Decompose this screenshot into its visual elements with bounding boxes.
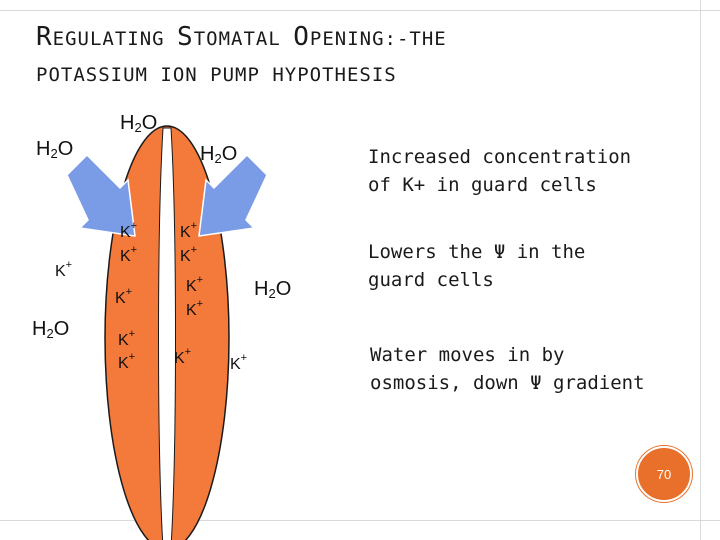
potassium-ion-label: K+ bbox=[230, 352, 248, 373]
potassium-ion-label: K+ bbox=[115, 286, 133, 307]
slide-frame-bottom bbox=[0, 520, 720, 521]
stomatal-pore bbox=[158, 127, 176, 540]
water-arrow-right-icon bbox=[198, 153, 268, 237]
potassium-ion-label: K+ bbox=[55, 259, 73, 280]
water-arrow-left-icon bbox=[66, 153, 136, 237]
water-label: H2O bbox=[36, 138, 74, 161]
potassium-ion-label: K+ bbox=[120, 220, 138, 241]
water-label: H2O bbox=[254, 278, 292, 301]
potassium-ion-label: K+ bbox=[174, 346, 192, 367]
guard-cell-pair bbox=[104, 125, 230, 540]
note-water-moves-osmosis: Water moves in by osmosis, down Ψ gradie… bbox=[370, 344, 645, 394]
slide-title-line-1: REGULATING STOMATAL OPENING:-THE bbox=[36, 22, 447, 52]
potassium-ion-label: K+ bbox=[180, 220, 198, 241]
note-increased-concentration: Increased concentration of K+ in guard c… bbox=[368, 146, 632, 196]
page-number-badge: 70 bbox=[636, 446, 692, 502]
slide-frame-top bbox=[0, 0, 720, 11]
potassium-ion-label: K+ bbox=[186, 298, 204, 319]
water-label: H2O bbox=[32, 318, 70, 341]
slide-frame-right bbox=[700, 0, 701, 540]
potassium-ion-label: K+ bbox=[118, 351, 136, 372]
note-lowers-water-potential: Lowers the Ψ in the guard cells bbox=[368, 241, 586, 291]
potassium-ion-label: K+ bbox=[120, 244, 138, 265]
potassium-ion-label: K+ bbox=[186, 274, 204, 295]
potassium-ion-label: K+ bbox=[180, 244, 198, 265]
slide-title-line-2: POTASSIUM ION PUMP HYPOTHESIS bbox=[36, 64, 397, 86]
potassium-ion-label: K+ bbox=[118, 328, 136, 349]
water-label: H2O bbox=[200, 143, 238, 166]
water-label: H2O bbox=[120, 112, 158, 135]
